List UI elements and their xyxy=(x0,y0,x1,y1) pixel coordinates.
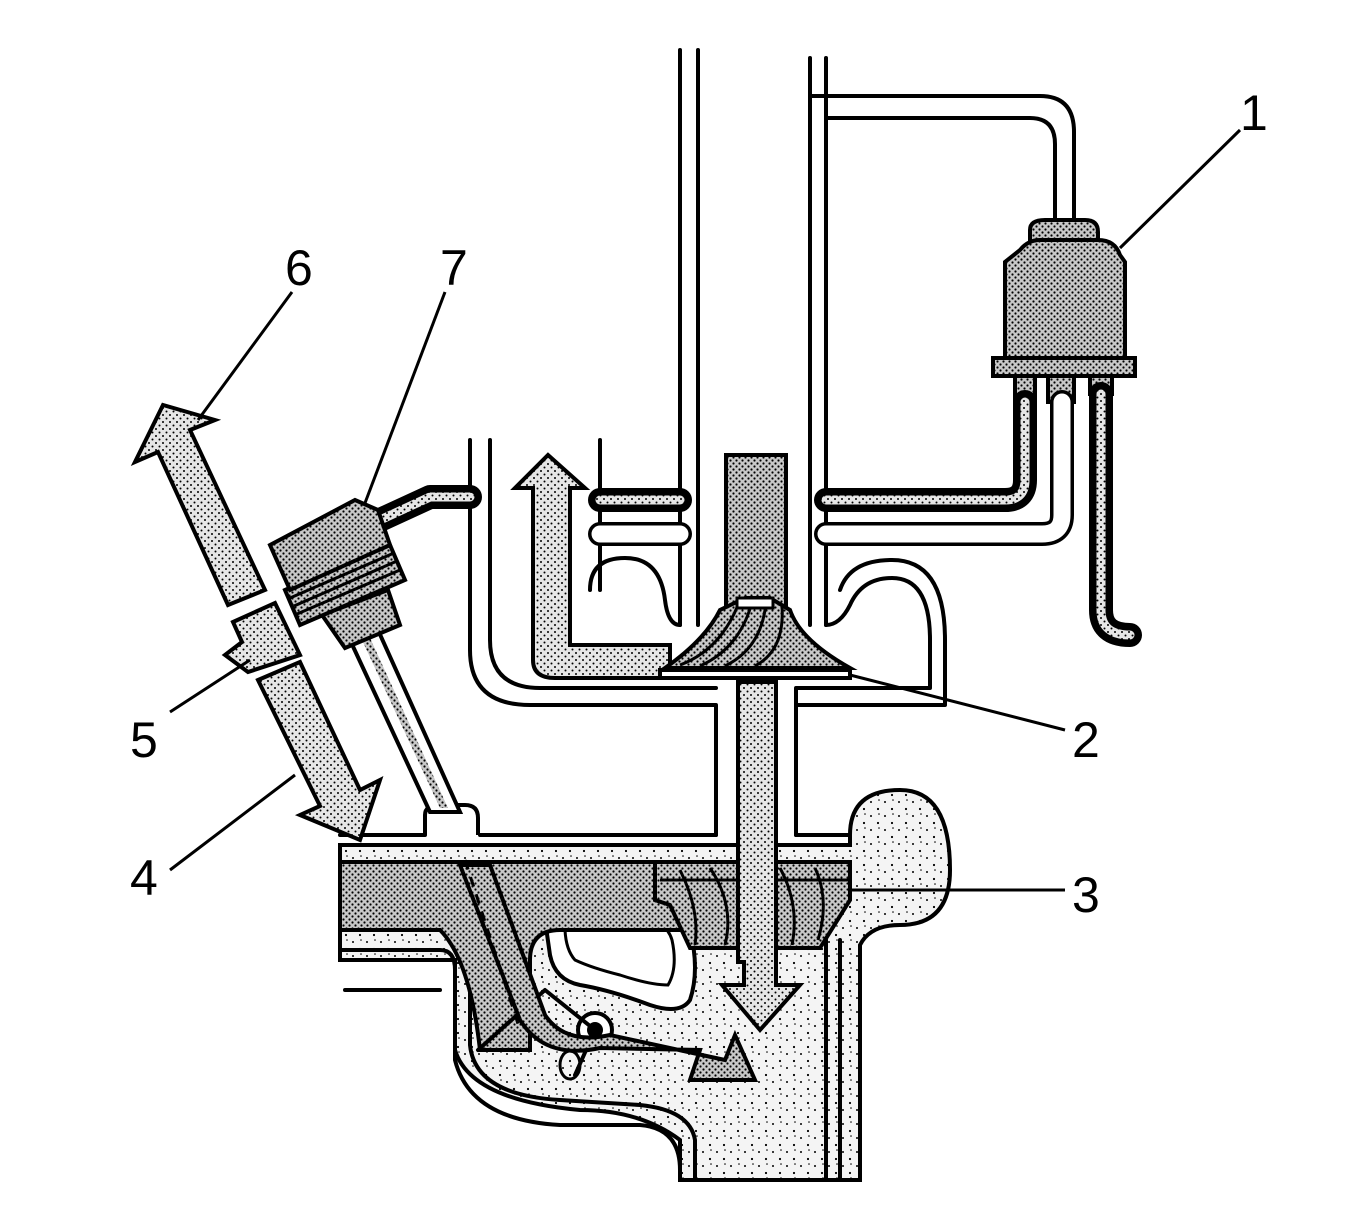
exhaust-flow-arrow xyxy=(457,859,759,1082)
arrow-5 xyxy=(221,600,303,675)
callout-labels: 1 2 3 4 5 6 7 xyxy=(130,85,1268,923)
callout-2: 2 xyxy=(1072,712,1100,768)
shaft-down-arrow xyxy=(717,680,805,1034)
duct-structure xyxy=(468,48,1076,837)
callout-3: 3 xyxy=(1072,867,1100,923)
arrow-4 xyxy=(255,659,384,843)
arrow-6 xyxy=(130,402,268,608)
leader-lines xyxy=(169,128,1242,892)
wastegate-actuator xyxy=(991,218,1137,404)
actuator-hoses xyxy=(368,382,1142,647)
turbine-housing xyxy=(338,787,953,1182)
compressor-wheel xyxy=(658,596,858,680)
compressor-outlet-arrow xyxy=(510,452,672,680)
callout-1: 1 xyxy=(1240,85,1268,141)
callout-5: 5 xyxy=(130,712,158,768)
callout-4: 4 xyxy=(130,850,158,906)
bypass-valve xyxy=(267,497,464,814)
callout-7: 7 xyxy=(440,240,468,296)
callout-6: 6 xyxy=(285,240,313,296)
